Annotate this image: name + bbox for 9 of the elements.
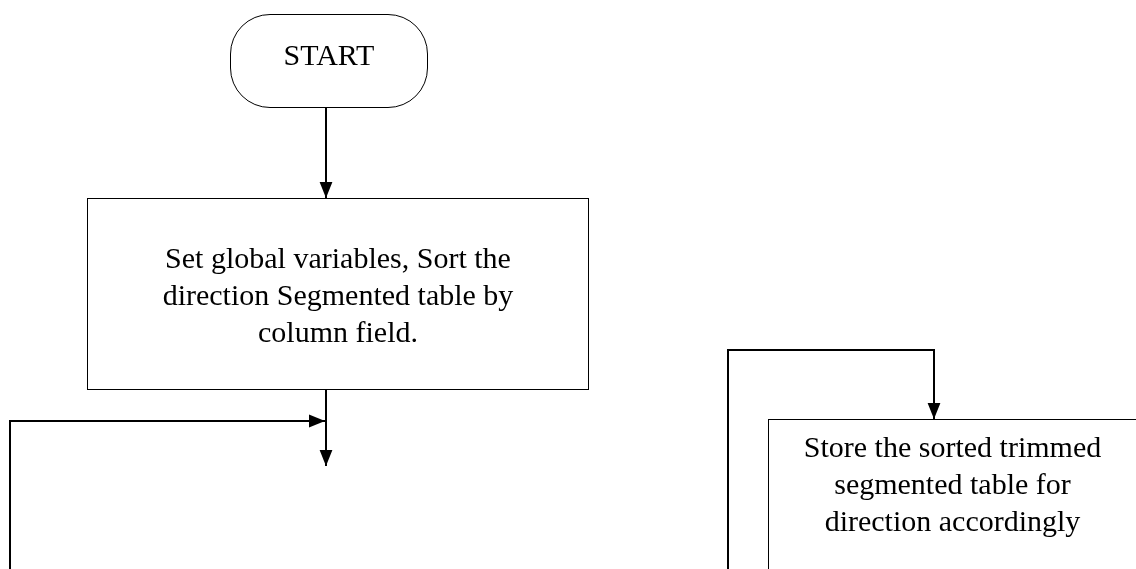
arrow (727, 349, 941, 569)
node-text: START (283, 36, 375, 73)
node-text: Set global variables, Sort the direction Segmented table by column field. (161, 239, 515, 350)
node-text: Store the sorted trimmed segmented table for direction accordingly (802, 429, 1103, 539)
arrow (319, 107, 333, 199)
arrow (319, 389, 333, 467)
process-box (768, 419, 1136, 569)
process-box (87, 198, 589, 390)
terminal-shape (230, 14, 428, 108)
